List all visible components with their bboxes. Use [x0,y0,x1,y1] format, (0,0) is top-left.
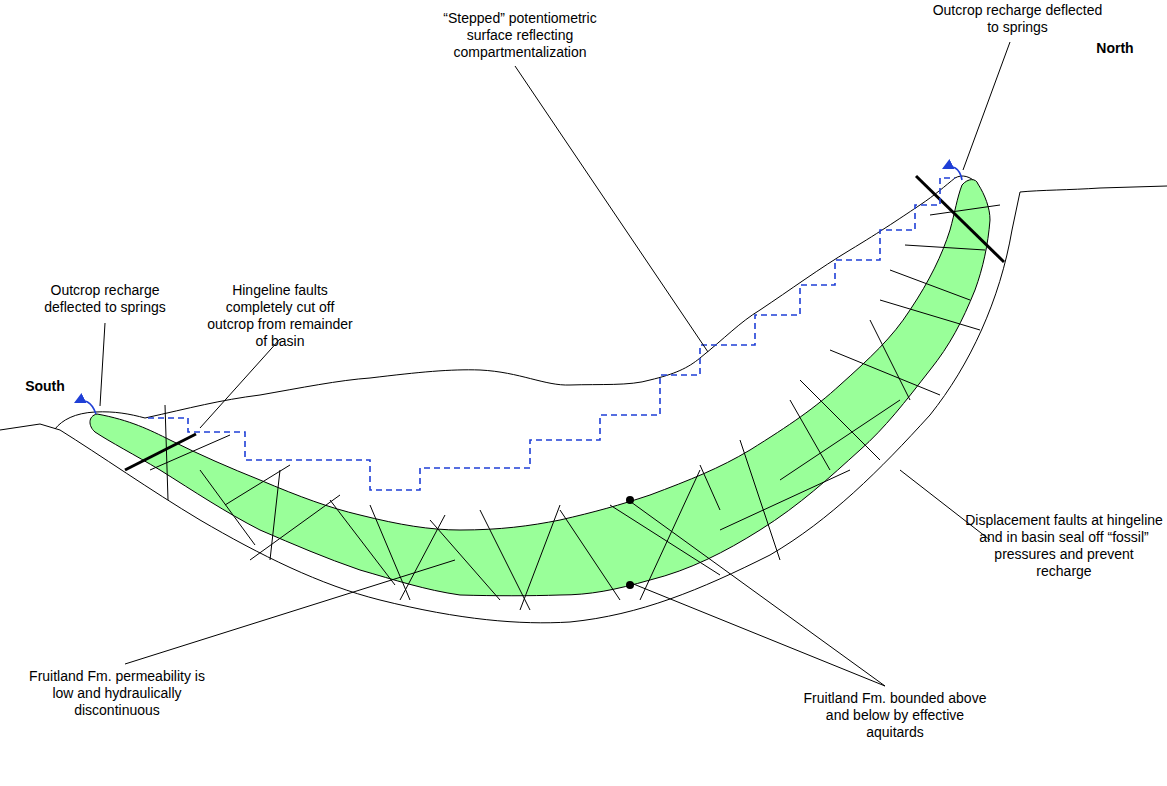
fault-line [870,320,910,400]
callout-label: Fruitland Fm. permeability is low and hy… [22,668,212,719]
callout-label: Displacement faults at hingeline and in … [965,512,1163,580]
fault-line [370,505,410,600]
direction-label: North [1080,40,1150,57]
fault-line [930,205,1000,215]
direction-label: South [10,378,80,395]
leader-lines [100,42,1010,686]
fault-line [200,470,255,545]
hingeline-fault [125,434,196,470]
callout-label: Outcrop recharge deflected to springs [30,282,180,316]
boundary-dot [626,496,634,504]
fault-line [905,245,985,250]
spring-arrow [76,401,96,415]
fault-line [830,350,940,395]
fault-line [780,400,900,480]
fault-line [165,405,168,500]
boundary-dot [626,581,634,589]
spring-arrow [944,167,962,181]
fault-line [640,470,700,600]
fault-line [890,270,970,300]
fault-line [700,465,720,510]
fault-line [560,510,620,600]
fault-line [400,515,445,600]
callout-label: “Stepped” potentiometric surface reflect… [420,10,620,61]
fault-line [270,470,280,560]
fruitland-formation [90,180,990,596]
fault-line [430,520,500,600]
displacement-faults [150,205,1000,610]
fault-line [250,495,340,560]
fault-line [720,470,850,530]
callout-label: Fruitland Fm. bounded above and below by… [800,690,990,741]
fault-line [740,440,780,560]
fault-line [480,510,530,610]
fault-line [800,380,880,460]
hingeline-fault [916,176,1004,262]
callout-label: Hingeline faults completely cut off outc… [205,282,355,350]
fault-line [610,505,720,575]
fault-line [520,505,560,610]
potentiometric-surface [148,178,955,490]
callout-label: Outcrop recharge deflected to springs [925,2,1110,36]
fault-line [880,300,980,330]
